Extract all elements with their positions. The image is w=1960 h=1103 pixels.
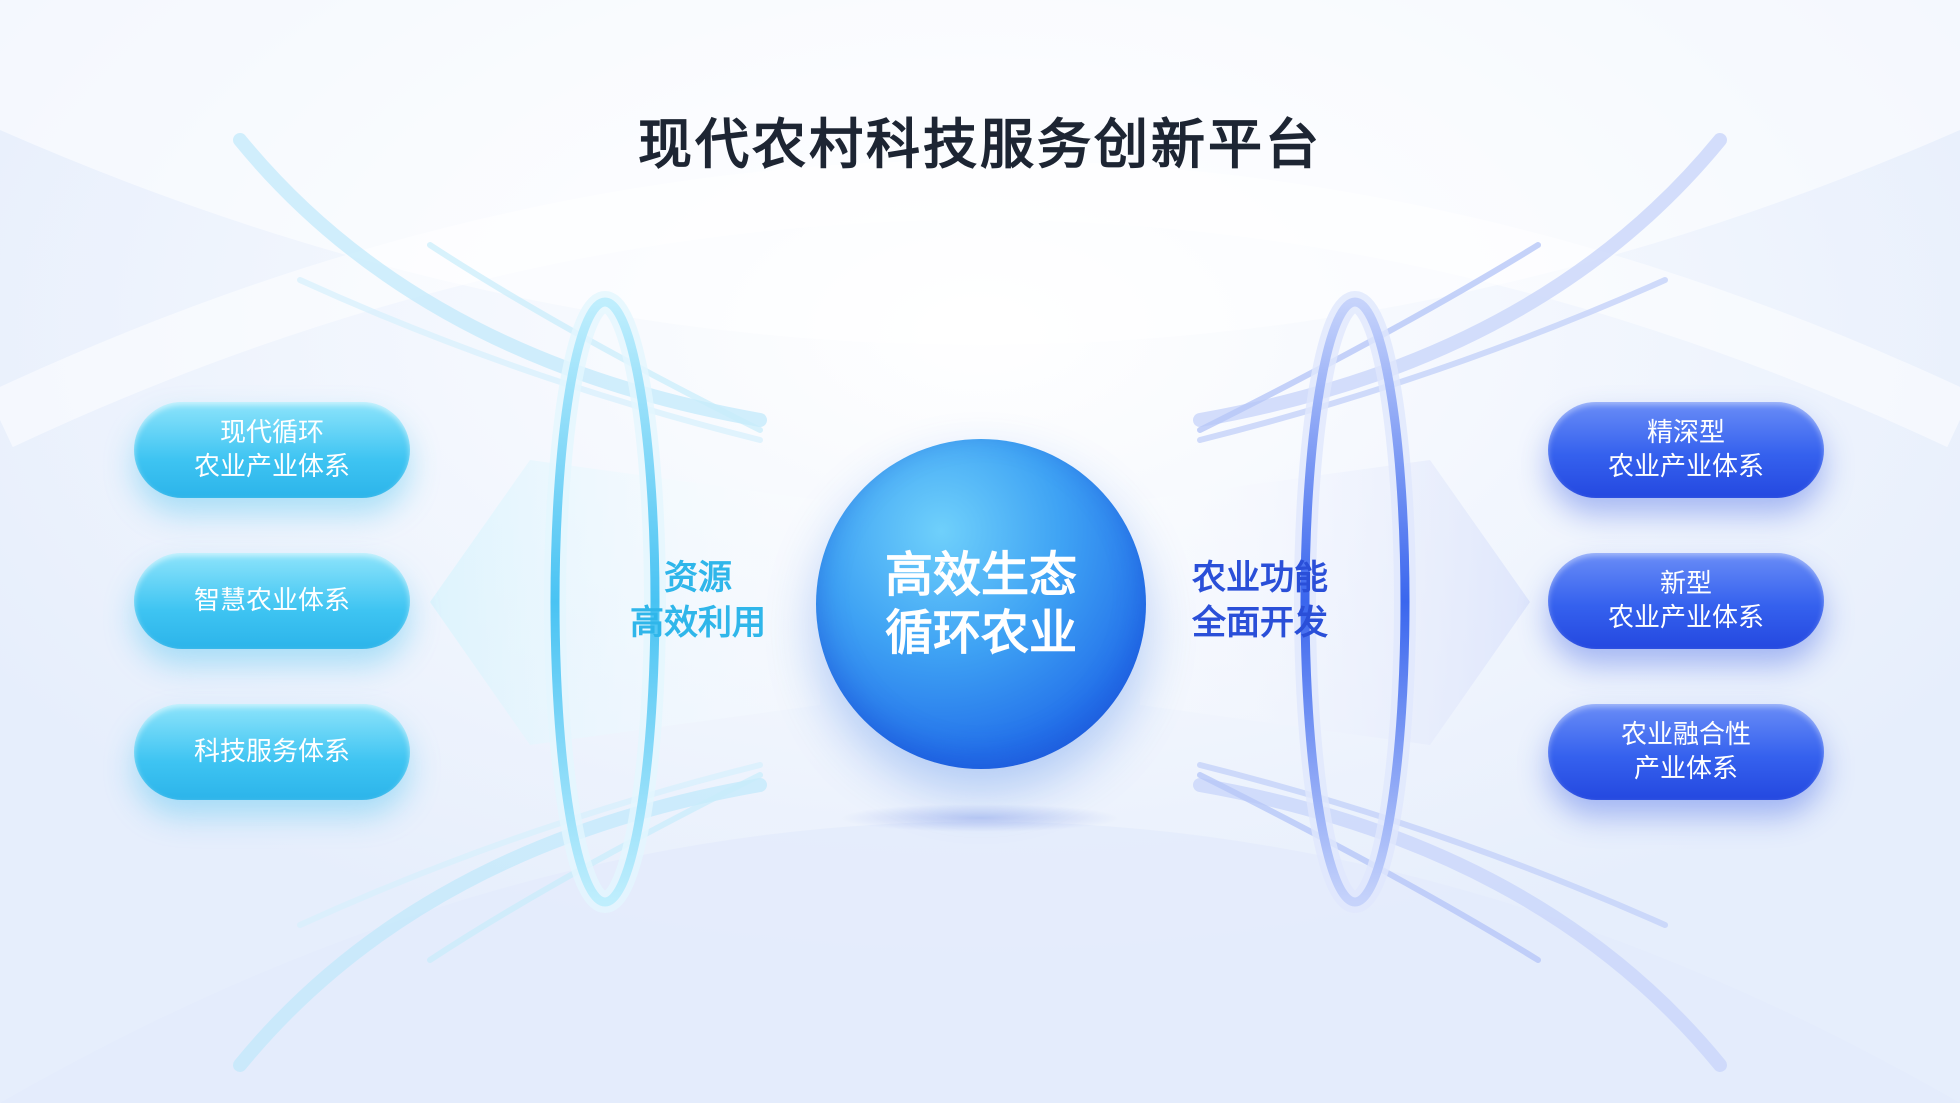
left-item-modern-circular-agriculture: 现代循环 农业产业体系 — [134, 402, 410, 498]
center-orb: 高效生态 循环农业 — [816, 439, 1146, 769]
right-item-intensive-agriculture: 精深型 农业产业体系 — [1548, 402, 1824, 498]
left-item-tech-service: 科技服务体系 — [134, 704, 410, 800]
right-label: 农业功能 全面开发 — [1192, 558, 1328, 643]
right-item-new-agriculture: 新型 农业产业体系 — [1548, 553, 1824, 649]
left-item-smart-agriculture: 智慧农业体系 — [134, 553, 410, 649]
right-item-integrated-industry: 农业融合性 产业体系 — [1548, 704, 1824, 800]
left-label: 资源 高效利用 — [630, 558, 766, 643]
page-title: 现代农村科技服务创新平台 — [638, 113, 1322, 176]
